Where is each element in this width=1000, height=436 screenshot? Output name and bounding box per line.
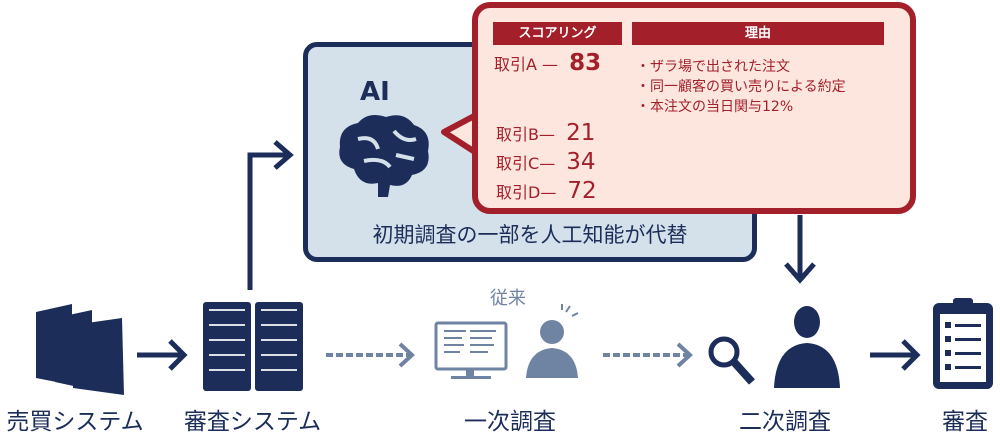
magnifier-icon [708, 336, 755, 385]
score-row-d: 取引D— 72 [496, 178, 597, 204]
step-review-system: 審査システム [183, 409, 322, 435]
trading-system-icon [36, 304, 124, 395]
brain-icon [339, 115, 429, 197]
score-row-a: 取引A — 83 [494, 50, 602, 76]
worried-person-icon [526, 304, 579, 378]
reason-list: ・ザラ場で出された注文 ・同一顧客の買い売りによる約定 ・本注文の当日関与12% [636, 57, 846, 117]
server-rack-icon [203, 302, 303, 391]
step-trading-system: 売買システム [6, 409, 144, 435]
arrow-down-to-secondary [784, 215, 816, 284]
arrow-up-to-ai [247, 140, 294, 290]
checklist-icon [933, 298, 993, 389]
arrow-dashed-1 [326, 342, 415, 368]
person-icon [774, 306, 840, 388]
traditional-label: 従来 [490, 288, 526, 309]
monitor-icon [434, 321, 508, 379]
step-primary-investigation: 一次調査 [464, 409, 556, 435]
arrow-solid-2 [870, 339, 921, 371]
ai-label: AI [360, 77, 390, 107]
ai-caption: 初期調査の一部を人工知能が代替 [372, 223, 688, 247]
step-secondary-investigation: 二次調査 [739, 409, 831, 435]
reason-header: 理由 [632, 22, 884, 45]
reason-item: ・本注文の当日関与12% [636, 99, 794, 115]
score-row-c: 取引C— 34 [496, 149, 596, 175]
step-review: 審査 [942, 409, 988, 435]
reason-item: ・同一顧客の買い売りによる約定 [636, 79, 846, 95]
score-row-b: 取引B— 21 [496, 120, 596, 146]
arrow-solid-1 [137, 339, 188, 371]
reason-item: ・ザラ場で出された注文 [636, 59, 790, 75]
arrow-dashed-2 [603, 342, 693, 368]
score-header: スコアリング [493, 22, 622, 45]
scoring-callout: スコアリング 理由 取引A — 83 取引B— 21 取引C— 34 取引D— … [472, 2, 916, 214]
